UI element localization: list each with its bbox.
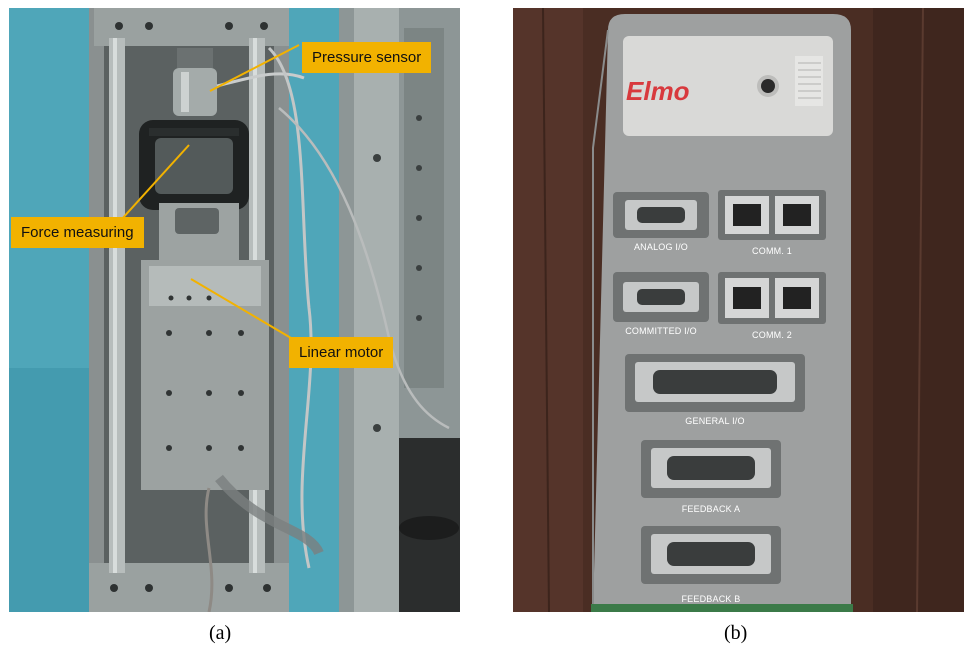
photo-linear-motor-rig: Pressure sensor Force measuring Linear m…	[9, 8, 460, 612]
port-label-comm1: COMM. 1	[752, 246, 792, 256]
port-label-general-io: GENERAL I/O	[685, 416, 744, 426]
caption-b: (b)	[724, 622, 748, 644]
port-label-committed-io: COMMITTED I/O	[625, 326, 697, 336]
port-label-feedback-a: FEEDBACK A	[682, 504, 741, 514]
rig-illustration	[9, 8, 460, 612]
callout-pressure-sensor: Pressure sensor	[302, 42, 432, 73]
port-label-analog-io: ANALOG I/O	[634, 242, 688, 252]
port-label-comm2: COMM. 2	[752, 330, 792, 340]
callout-linear-motor: Linear motor	[289, 337, 394, 368]
photo-elmo-drive: Elmo ANALOG I/O COMM. 1 COMMITTED I/O CO…	[513, 8, 964, 612]
callout-force-measuring: Force measuring	[11, 217, 144, 248]
port-label-feedback-b: FEEDBACK B	[681, 594, 740, 604]
elmo-logo: Elmo	[626, 76, 690, 106]
drive-illustration: Elmo ANALOG I/O COMM. 1 COMMITTED I/O CO…	[513, 8, 964, 612]
caption-a: (a)	[209, 622, 232, 644]
